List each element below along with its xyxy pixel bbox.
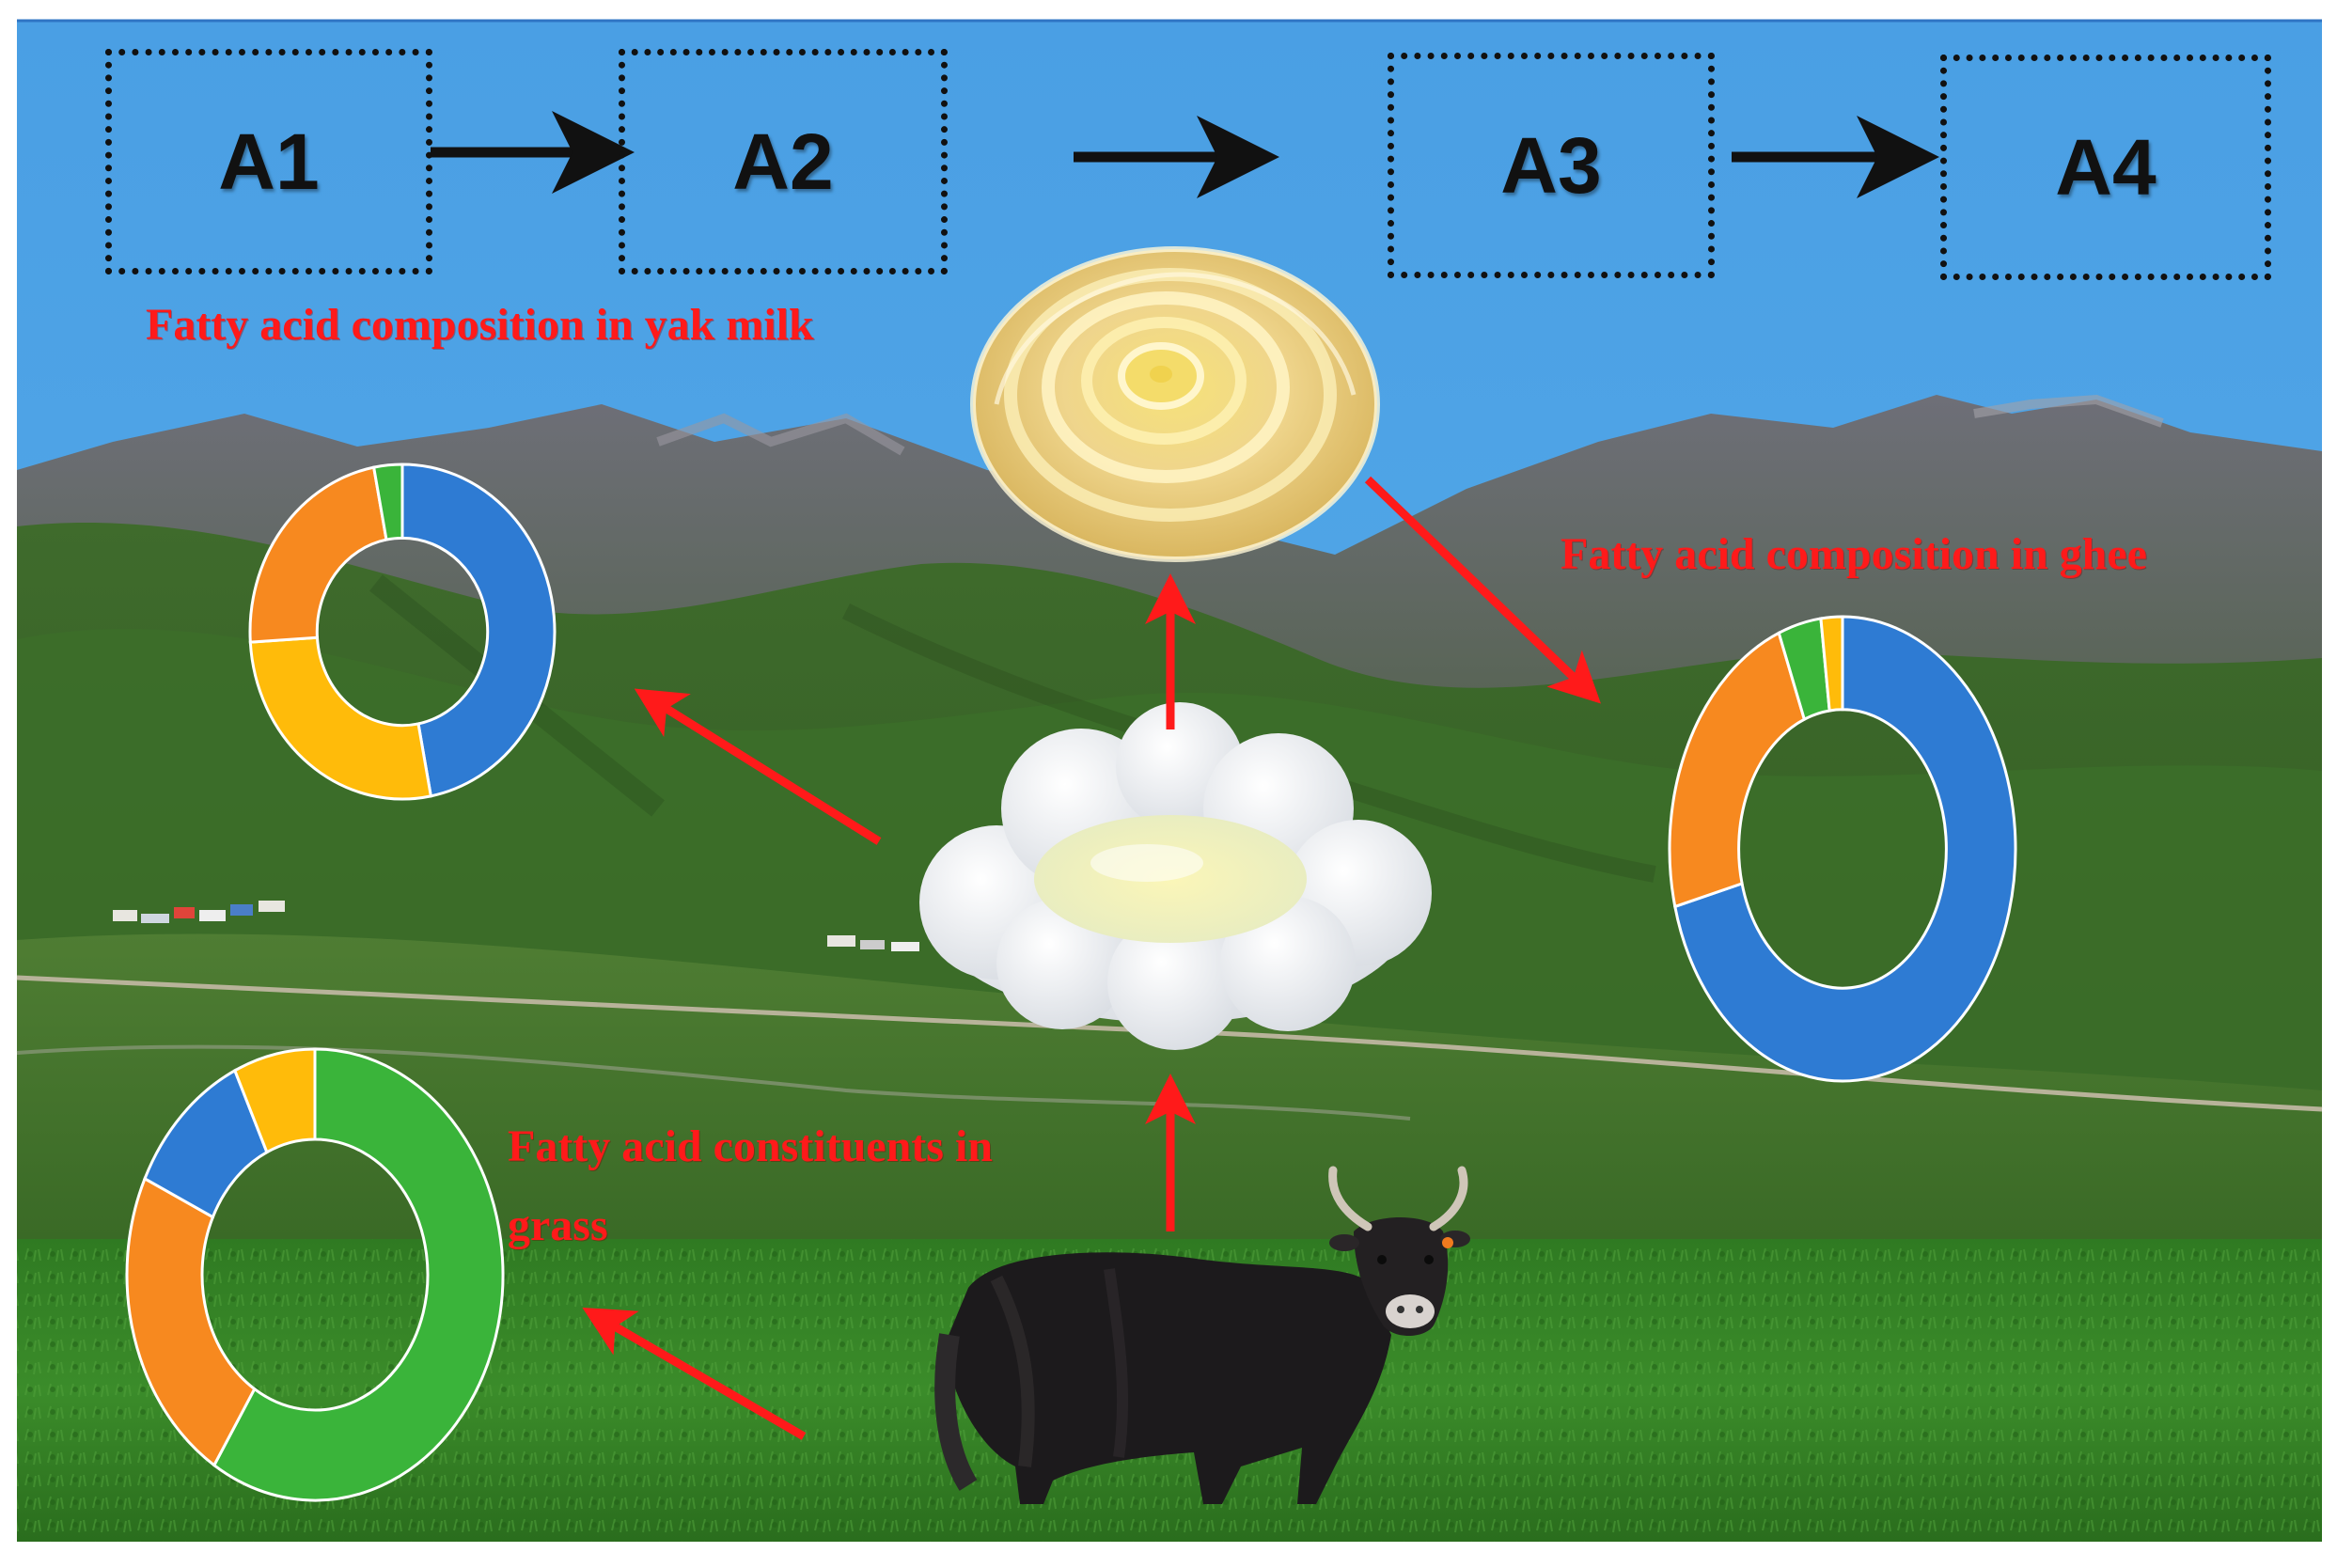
step-label-a2: A2 [732, 117, 834, 206]
ghee-swirl-icon [970, 246, 1380, 562]
grass-donut-segment-yellow [232, 1047, 317, 1154]
step-label-a1: A1 [218, 117, 320, 206]
ghee-donut-segment-orange [1668, 631, 1807, 909]
yak-milk-donut-segment-green [371, 463, 404, 541]
step-box-a1: A1 [105, 49, 432, 274]
step-box-a3: A3 [1388, 53, 1715, 278]
arrow-cream-to-milk-chart [634, 688, 882, 845]
ghee-donut-segment-blue [1673, 615, 2017, 1083]
yak-milk-donut-segment-yellow [248, 635, 433, 801]
step-label-a3: A3 [1500, 120, 1602, 210]
arrow-ghee-to-ghee-chart [1364, 476, 1601, 704]
donut-chart-grass [125, 1047, 505, 1502]
ghee-donut-segment-yellow [1819, 615, 1844, 713]
milk-cream-icon [919, 702, 1432, 1050]
donut-chart-ghee [1668, 615, 2017, 1083]
step-label-a4: A4 [2055, 122, 2157, 212]
arrow-yak-to-grass-chart [582, 1307, 807, 1440]
step-box-a2: A2 [619, 49, 948, 274]
grass-donut-segment-orange [125, 1176, 257, 1467]
donut-chart-yak-milk [248, 463, 557, 801]
caption-ghee: Fatty acid composition in ghee [1561, 529, 2147, 579]
yak-icon [934, 1166, 1470, 1504]
village [113, 901, 919, 951]
step-box-a4: A4 [1940, 55, 2271, 280]
yak-milk-donut-segment-blue [400, 463, 557, 798]
caption-grass: Fatty acid constituents in grass [508, 1121, 993, 1250]
grass-donut-segment-green [212, 1047, 505, 1502]
yak-milk-donut-segment-orange [248, 465, 388, 644]
caption-yak-milk: Fatty acid composition in yak milk [146, 300, 814, 350]
